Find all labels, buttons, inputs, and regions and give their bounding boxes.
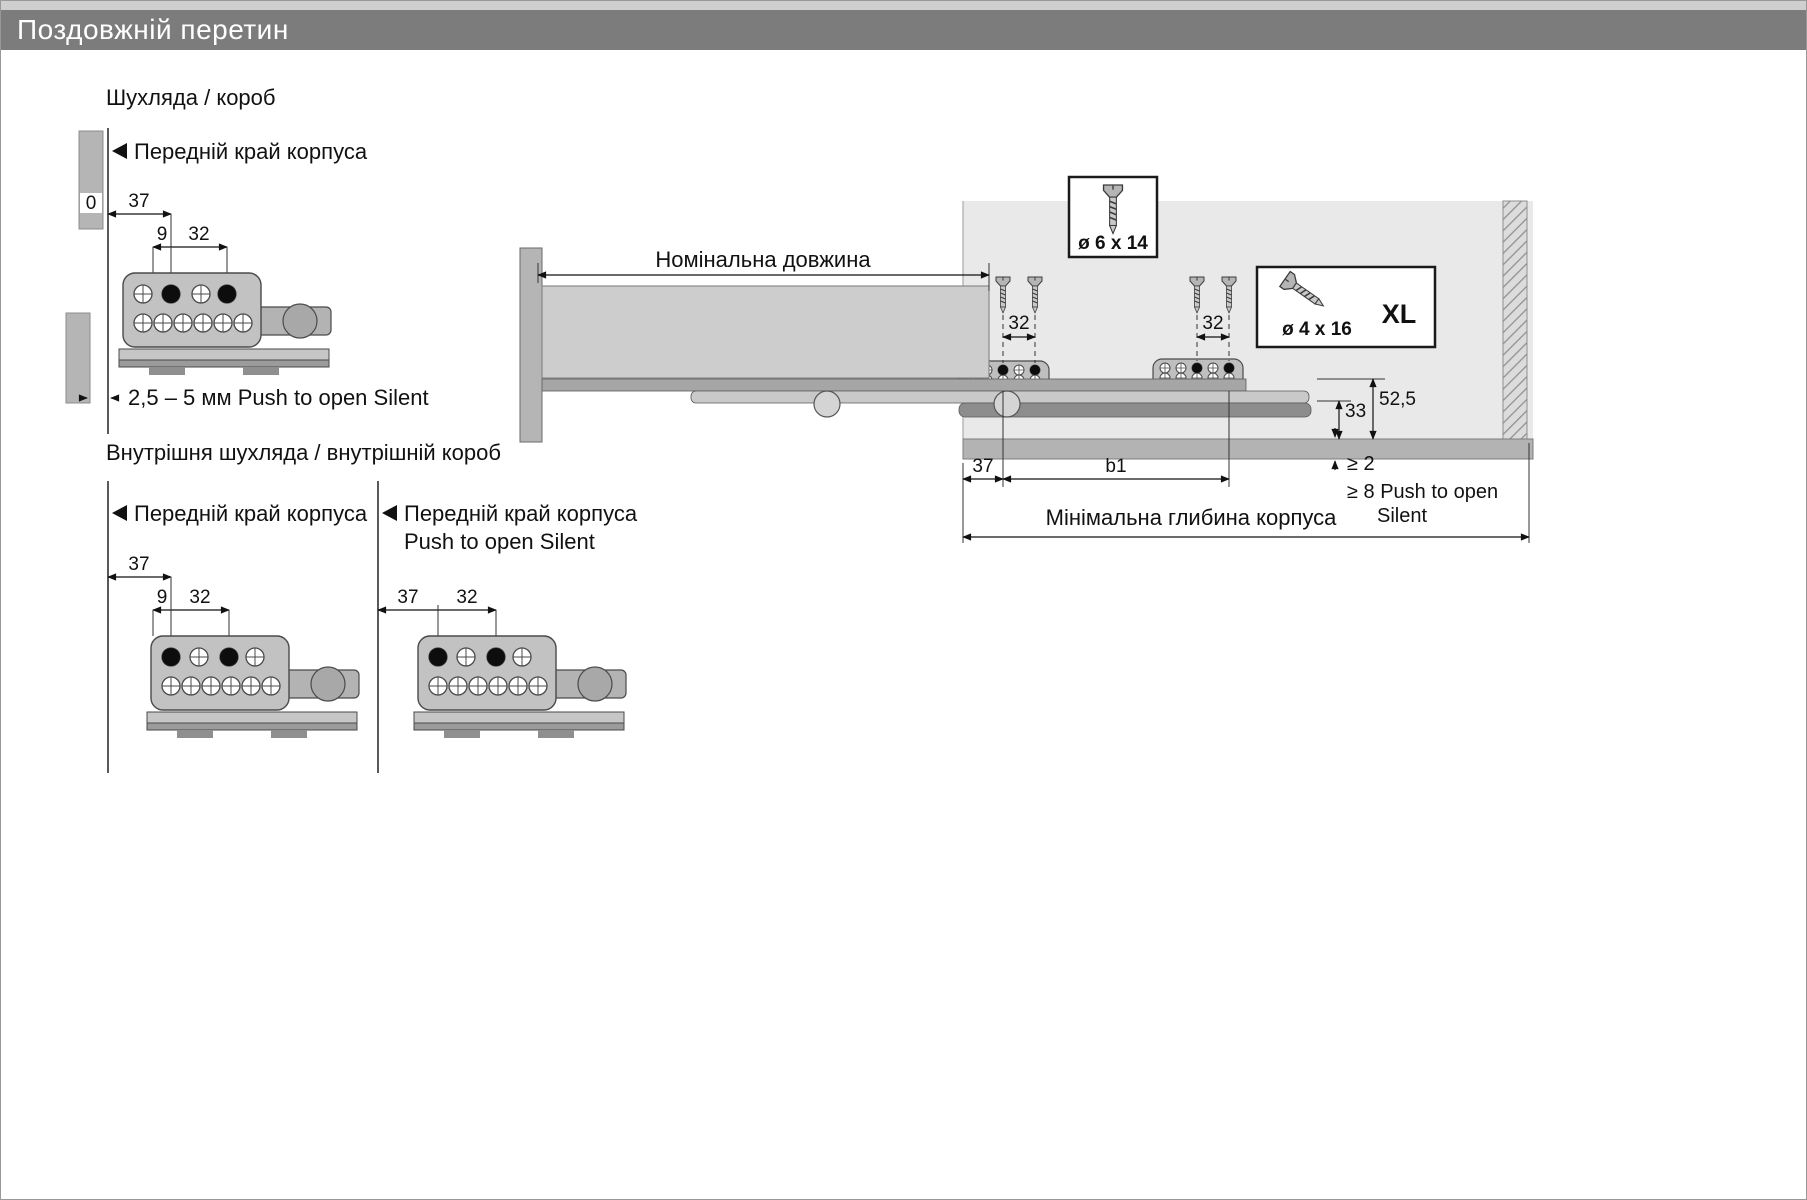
screw-box-small: ø 6 x 14: [1067, 175, 1159, 259]
dim-37-label: 37: [397, 587, 418, 608]
dim-32-label: 32: [188, 224, 209, 245]
dim-37-bottom: 37: [962, 456, 1004, 483]
cabinet-panel-lower: [65, 312, 91, 404]
cabinet-panel-upper: [78, 130, 104, 230]
fixing-hole-marked: [218, 285, 236, 303]
fixing-hole-marked: [1030, 365, 1040, 375]
inner-drawer-diagram: Внутрішня шухляда / внутрішній короб Пер…: [106, 440, 638, 773]
front-fixing-bracket: [147, 636, 359, 738]
drawer-side-panel: [541, 285, 990, 379]
dim-37-label: 37: [972, 456, 993, 477]
front-edge-marker-icon: [112, 505, 127, 521]
dim-37-label: 37: [128, 191, 149, 212]
dim-32-rear-label: 32: [1202, 313, 1223, 334]
side-view-diagram: Номінальна довжина 32 32 ø: [519, 175, 1534, 543]
front-edge-label-line2: Push to open Silent: [404, 529, 595, 554]
dim-32-front-label: 32: [1008, 313, 1029, 334]
xl-badge: XL: [1382, 299, 1417, 329]
dim-32-rear: 32: [1196, 313, 1230, 341]
dim-32-label: 32: [456, 587, 477, 608]
dim-nominal-length: Номінальна довжина: [537, 247, 990, 291]
page-title: Поздовжній перетин: [1, 10, 1806, 50]
clearance-push-label: ≥ 8 Push to open: [1347, 481, 1498, 503]
fixing-hole-marked: [998, 365, 1008, 375]
drawer-section-heading: Шухляда / короб: [106, 85, 276, 110]
screw-box-large-label: ø 4 x 16: [1282, 319, 1352, 340]
fixing-hole-marked: [487, 648, 505, 666]
cabinet-bottom-panel: [962, 438, 1534, 460]
screw-box-large: ø 4 x 16 XL: [1255, 265, 1437, 349]
front-edge-label: Передній край корпуса: [134, 139, 368, 164]
front-edge-label: Передній край корпуса: [134, 501, 368, 526]
dim-9-label: 9: [157, 224, 168, 245]
roller-icon: [813, 390, 841, 418]
dim-32-label: 32: [189, 587, 210, 608]
dim-zero-label: 0: [86, 193, 97, 214]
screw-box-small-label: ø 6 x 14: [1078, 233, 1148, 254]
dim-32-front: 32: [1002, 313, 1036, 341]
fixing-hole-marked: [162, 648, 180, 666]
dim-9-label: 9: [157, 587, 168, 608]
front-edge-marker-icon: [382, 505, 397, 521]
clearance-push-label-line2: Silent: [1377, 505, 1427, 527]
drawer-rail: [541, 378, 1247, 392]
dim-min-depth: Мінімальна глибина корпуса: [962, 505, 1530, 541]
cabinet-back-panel: [1502, 200, 1528, 440]
clearance-min-label: ≥ 2: [1347, 453, 1375, 475]
inner-section-heading: Внутрішня шухляда / внутрішній короб: [106, 440, 501, 465]
front-edge-marker-icon: [112, 143, 127, 159]
front-edge-label: Передній край корпуса: [404, 501, 638, 526]
fixing-hole-marked: [162, 285, 180, 303]
drawer-box-diagram: Шухляда / короб 0 Передній край корпуса …: [65, 85, 429, 434]
dim-52-5: 52,5: [1369, 378, 1416, 440]
fixing-hole-marked: [1192, 363, 1202, 373]
dim-37-label: 37: [128, 554, 149, 575]
front-fixing-bracket: [414, 636, 626, 738]
fixing-hole-marked: [429, 648, 447, 666]
fixing-hole-marked: [220, 648, 238, 666]
fixing-hole-marked: [1224, 363, 1234, 373]
drawer-front-panel: [519, 247, 543, 443]
gap-note-label: 2,5 – 5 мм Push to open Silent: [128, 385, 429, 410]
dim-52-5-label: 52,5: [1379, 389, 1416, 410]
dim-b1: b1: [1002, 456, 1230, 483]
roller-icon: [993, 390, 1021, 418]
cabinet-rail: [958, 402, 1312, 418]
dim-33-label: 33: [1345, 401, 1366, 422]
dim-33: 33: [1335, 400, 1366, 440]
zero-label-backdrop: [80, 193, 102, 213]
dim-b1-label: b1: [1105, 456, 1126, 477]
min-depth-label: Мінімальна глибина корпуса: [1046, 505, 1337, 530]
top-strip: [1, 1, 1806, 10]
nominal-length-label: Номінальна довжина: [655, 247, 871, 272]
